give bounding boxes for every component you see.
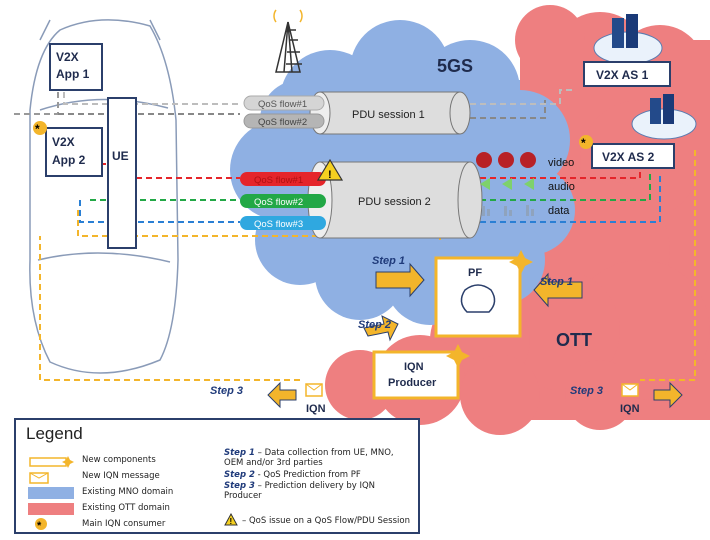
ue-box: UE [107, 97, 137, 249]
v2x-app-1-label-1: V2X [56, 50, 79, 64]
svg-text:*: * [581, 136, 586, 150]
legend-step-2-text: - QoS Prediction from PF [257, 470, 361, 480]
media-audio-label: audio [548, 181, 575, 193]
v2x-as-2: V2X AS 2 * [579, 94, 697, 169]
legend-step-3: Step 3 – Prediction delivery by IQN Prod… [224, 481, 414, 501]
legend-step-3-text: – Prediction delivery by IQN Producer [224, 481, 376, 501]
media-video-label: video [548, 157, 574, 169]
connector-lines [12, 89, 696, 381]
iqn-consumer-swatch-icon: * [35, 518, 47, 531]
pdu-session-2: PDU session 2 [307, 161, 483, 239]
v2x-app-2-box: V2X App 2 [45, 127, 103, 177]
iqn-producer-box: IQN Producer [372, 344, 470, 400]
v2x-as-2-label: V2X AS 2 [602, 150, 655, 164]
v2x-app-2-label-1: V2X [52, 135, 75, 149]
warning-legend-icon: ! [224, 513, 238, 526]
step-arrows [267, 262, 683, 409]
legend-step-2-label: Step 2 [224, 470, 255, 480]
warning-icon: ! [316, 158, 344, 181]
media-icons: video audio data [476, 152, 575, 217]
svg-text:!: ! [230, 517, 233, 526]
legend-title: Legend [26, 424, 83, 443]
v2x-as-1-label: V2X AS 1 [596, 68, 649, 82]
v2x-app-2-label-2: App 2 [52, 153, 86, 167]
legend-step-1-label: Step 1 [224, 448, 255, 458]
step-2-label: Step 2 [358, 319, 391, 331]
legend-step-1-text: – Data collection from UE, MNO, OEM and/… [224, 448, 394, 468]
svg-text:*: * [35, 122, 40, 136]
media-data-label: data [548, 205, 570, 217]
legend-item-new-components: New components [82, 455, 156, 465]
step-3-right-label: Step 3 [570, 385, 603, 397]
legend-step-3-label: Step 3 [224, 481, 255, 491]
pf-label: PF [468, 267, 482, 279]
step-3-left-label: Step 3 [210, 385, 243, 397]
legend-step-2: Step 2 - QoS Prediction from PF [224, 470, 414, 480]
ue-label: UE [112, 149, 129, 163]
step-1-right-label: Step 1 [540, 276, 573, 288]
v2x-as-1: V2X AS 1 [583, 14, 671, 87]
qos-flow-1-s2-label: QoS flow#1 [254, 175, 303, 186]
legend-warning-text: – QoS issue on a QoS Flow/PDU Session [242, 516, 410, 526]
step-1-left-label: Step 1 [372, 255, 405, 267]
pdu-session-2-label: PDU session 2 [358, 196, 431, 208]
legend-item-ott-domain: Existing OTT domain [82, 503, 170, 513]
v2x-app-1-box: V2X App 1 [49, 43, 103, 91]
legend-item-mno-domain: Existing MNO domain [82, 487, 174, 497]
qos-flows-session-2: QoS flow#1 QoS flow#2 QoS flow#3 [240, 172, 326, 230]
mno-domain-swatch [28, 487, 74, 499]
iqn-left-label: IQN [306, 403, 326, 415]
ott-domain-swatch [28, 503, 74, 515]
legend-item-iqn-consumer: Main IQN consumer [82, 519, 166, 529]
ott-label: OTT [556, 330, 592, 350]
iqn-right-label: IQN [620, 403, 640, 415]
iqn-message-swatch [29, 472, 49, 484]
cell-tower-icon [273, 9, 303, 73]
iqn-message-right: IQN [620, 383, 640, 415]
legend-item-new-iqn-message: New IQN message [82, 471, 160, 481]
iqn-consumer-icon: * [33, 121, 47, 136]
qos-flow-1-s1-label: QoS flow#1 [258, 99, 307, 110]
qos-flow-2-s2-label: QoS flow#2 [254, 197, 303, 208]
iqn-message-left: IQN [305, 383, 326, 415]
new-component-swatch [29, 456, 74, 468]
iqn-producer-label-1: IQN [404, 361, 424, 373]
qos-flow-3-s2-label: QoS flow#3 [254, 219, 303, 230]
qos-flow-2-s1-label: QoS flow#2 [258, 117, 307, 128]
legend-step-1: Step 1 – Data collection from UE, MNO, O… [224, 448, 414, 468]
pdu-session-1: PDU session 1 [309, 91, 471, 135]
5gs-label: 5GS [437, 56, 473, 76]
svg-text:!: ! [328, 169, 332, 181]
car-outline [29, 19, 179, 374]
v2x-app-1-label-2: App 1 [56, 67, 90, 81]
svg-text:*: * [37, 520, 42, 531]
iqn-producer-label-2: Producer [388, 377, 437, 389]
pdu-session-1-label: PDU session 1 [352, 109, 425, 121]
pf-box: PF [434, 250, 533, 338]
legend: Legend New components New IQN message Ex… [14, 418, 420, 534]
qos-flows-session-1: QoS flow#1 QoS flow#2 [243, 95, 325, 129]
